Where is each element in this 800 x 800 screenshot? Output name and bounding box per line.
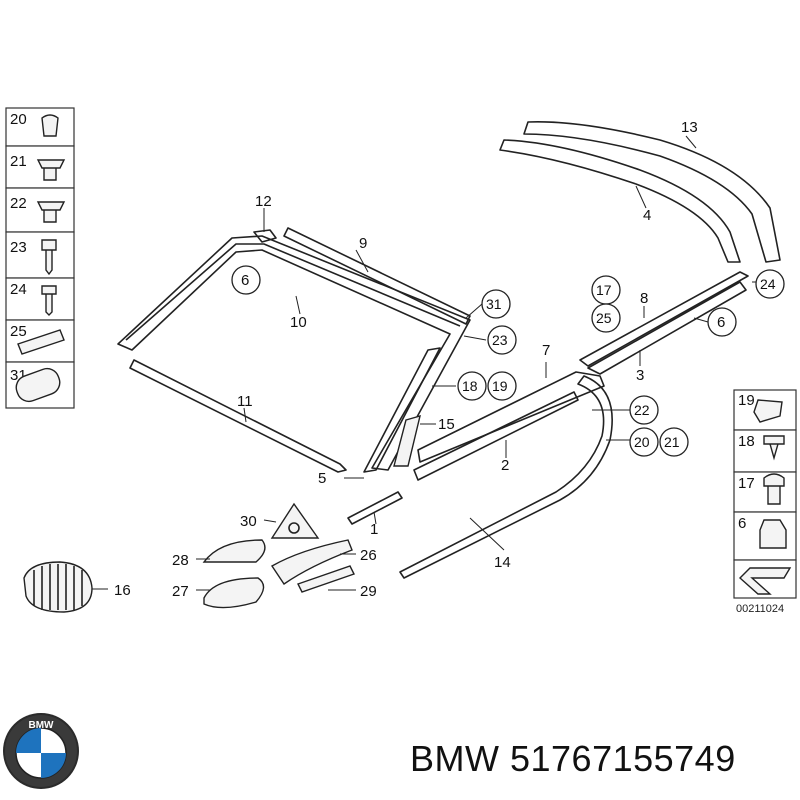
left-legend: 20 21 22 23 24 25 31 (5, 107, 75, 409)
callout-6: 6 (241, 272, 249, 289)
callout-circle (231, 265, 261, 295)
legend-label: 20 (10, 111, 27, 128)
screw-23-icon (41, 239, 57, 276)
seal-strip-9 (283, 227, 471, 325)
seal-strip-11 (129, 359, 347, 473)
callout-13: 13 (681, 119, 698, 136)
callout-circle (481, 289, 511, 319)
clip-22-icon (36, 201, 66, 223)
callout-6: 6 (717, 314, 725, 331)
callout-circle (487, 371, 517, 401)
clip-6-icon (759, 519, 787, 549)
callout-9: 9 (359, 235, 367, 252)
callout-circle (457, 371, 487, 401)
reference-code: 00211024 (736, 603, 784, 615)
grille-ribs-icon (33, 564, 83, 610)
trim-strip-1 (347, 491, 403, 525)
callout-21: 21 (664, 434, 680, 450)
strip-29 (297, 565, 355, 593)
callout-circle (591, 303, 621, 333)
logo-lettering: BMW (29, 720, 55, 731)
legend-label: 22 (10, 195, 27, 212)
callout-18: 18 (462, 378, 478, 394)
callout-14: 14 (494, 554, 511, 571)
bmw-logo: BMW (3, 713, 79, 789)
windshield-frame-10 (117, 235, 471, 471)
callout-labels: 12 9 6 10 11 5 13 4 31 23 18 19 15 7 17 … (114, 119, 776, 600)
warning-triangle-30 (270, 502, 320, 539)
cover-27 (203, 577, 265, 609)
callout-22: 22 (634, 402, 650, 418)
legend-label: 25 (10, 323, 27, 340)
grille-28 (202, 539, 266, 563)
callout-circle (629, 427, 659, 457)
rivet-18-icon (763, 435, 785, 461)
callout-8: 8 (640, 290, 648, 307)
callout-3: 3 (636, 367, 644, 384)
callout-23: 23 (492, 332, 508, 348)
badge-25-icon (17, 329, 65, 355)
callout-4: 4 (643, 207, 651, 224)
callout-27: 27 (172, 583, 189, 600)
callout-26: 26 (360, 547, 377, 564)
callout-30: 30 (240, 513, 257, 530)
roof-seal-4 (499, 139, 741, 263)
callout-1: 1 (370, 521, 378, 538)
callout-25: 25 (596, 310, 612, 326)
callout-29: 29 (360, 583, 377, 600)
callout-19: 19 (492, 378, 508, 394)
callout-12: 12 (255, 193, 272, 210)
part-number-caption: BMW 51767155749 (410, 738, 736, 779)
pad-31-icon (15, 367, 61, 403)
vent-26 (271, 539, 353, 585)
callout-circle (755, 269, 785, 299)
trim-strip-3 (587, 281, 747, 375)
callout-28: 28 (172, 552, 189, 569)
legend-label: 19 (738, 392, 755, 409)
legend-label: 23 (10, 239, 27, 256)
callout-16: 16 (114, 582, 131, 599)
arrow-icon (738, 567, 792, 595)
callout-11: 11 (237, 393, 253, 410)
callout-24: 24 (760, 276, 776, 292)
callout-31: 31 (486, 296, 502, 312)
callout-circle (659, 427, 689, 457)
screw-24-icon (41, 285, 57, 316)
leader-lines (92, 135, 764, 591)
door-seal-14 (399, 375, 613, 579)
callout-20: 20 (634, 434, 650, 450)
right-legend: 19 18 17 6 00211024 (733, 389, 797, 615)
badge-30-icon (288, 522, 300, 534)
a-pillar-5 (363, 347, 441, 473)
callout-circle (707, 307, 737, 337)
callout-2: 2 (501, 457, 509, 474)
clip-21-icon (36, 159, 66, 181)
legend-label: 21 (10, 153, 27, 170)
callout-circle (629, 395, 659, 425)
legend-label: 24 (10, 281, 27, 298)
clip-20-icon (41, 114, 59, 137)
callout-15: 15 (438, 416, 455, 433)
callout-7: 7 (542, 342, 550, 359)
trim-strip-8 (579, 271, 749, 367)
roof-trim-13 (523, 121, 781, 263)
legend-label: 18 (738, 433, 755, 450)
callout-10: 10 (290, 314, 307, 331)
legend-label: 17 (738, 475, 755, 492)
windshield-inner (125, 243, 461, 341)
bracket-12 (253, 229, 277, 243)
callout-circle (487, 325, 517, 355)
clip-19-icon (753, 399, 783, 423)
trim-strip-7 (417, 371, 605, 463)
rivet-17-icon (763, 473, 785, 505)
legend-label: 6 (738, 515, 746, 532)
callout-17: 17 (596, 282, 612, 298)
mirror-trim-15 (393, 414, 421, 467)
trim-strip-2 (413, 391, 579, 481)
callout-5: 5 (318, 470, 326, 487)
